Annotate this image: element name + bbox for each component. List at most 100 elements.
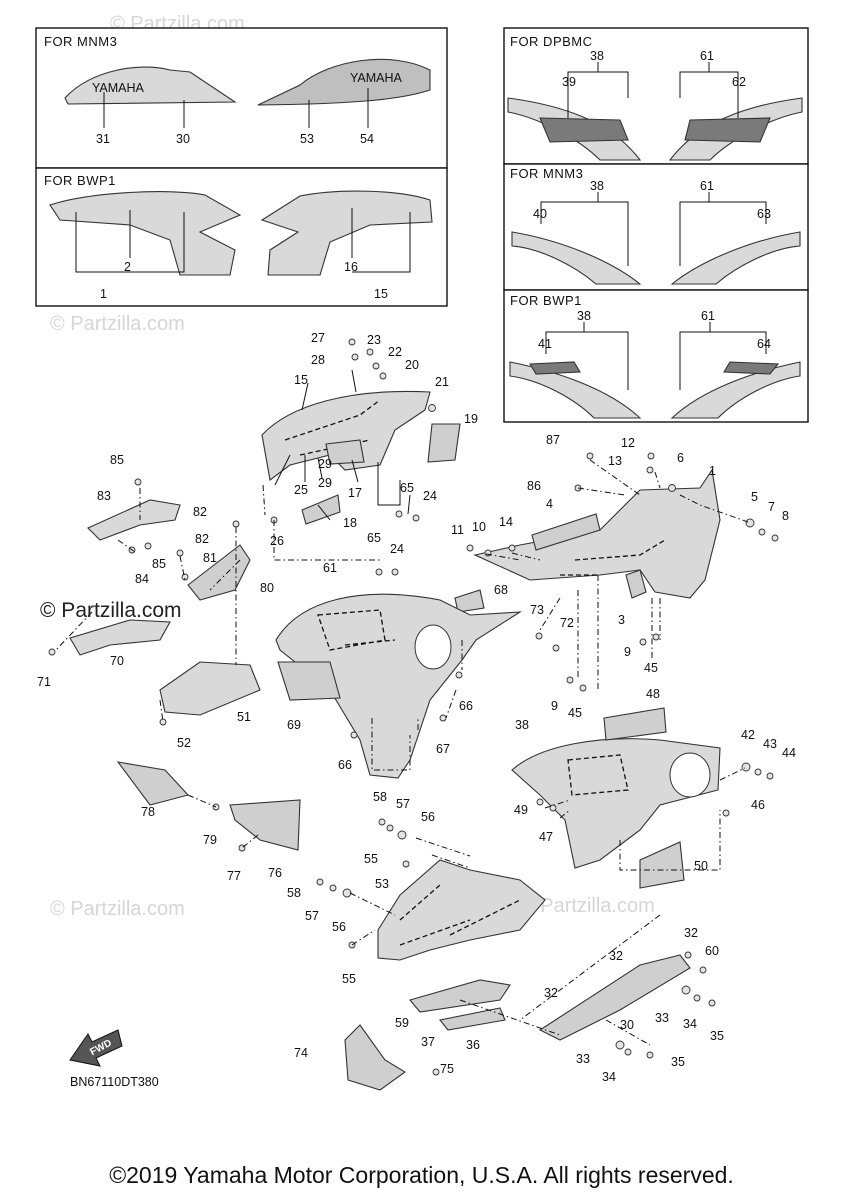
fastener-43 [754, 768, 762, 776]
mount-dash [560, 539, 666, 576]
part-number-24: 24 [390, 542, 404, 556]
part-number-29: 29 [318, 476, 332, 490]
fastener-9a [639, 638, 647, 646]
part-number-59: 59 [395, 1016, 409, 1030]
part-number-47: 47 [539, 830, 553, 844]
part-number-70: 70 [110, 654, 124, 668]
part-number-84: 84 [135, 572, 149, 586]
side-cover-left [64, 66, 237, 105]
fastener-65b [375, 568, 383, 576]
inset-frame [35, 167, 448, 307]
part-number-71: 71 [37, 675, 51, 689]
part-number-19: 19 [464, 412, 478, 426]
part-number-64: 64 [757, 337, 771, 351]
part-number-77: 77 [227, 869, 241, 883]
part-number-66: 66 [459, 699, 473, 713]
part-number-29: 29 [318, 457, 332, 471]
panel-3 [625, 569, 647, 599]
inset-leaders [103, 88, 369, 128]
fastener-6 [668, 484, 676, 492]
fastener-73 [535, 632, 543, 640]
part-number-9: 9 [624, 645, 631, 659]
panel-4 [531, 513, 601, 551]
inset-leaders [75, 208, 411, 273]
decal-panel-left [511, 231, 642, 285]
inset-title: FOR MNM3 [44, 34, 117, 49]
part-number-56: 56 [421, 810, 435, 824]
fastener-75 [432, 1068, 440, 1076]
mount-dash [317, 609, 396, 651]
part-number-61: 61 [700, 179, 714, 193]
part-number-72: 72 [560, 616, 574, 630]
fastener-45b [579, 684, 587, 692]
decal-panel-right [670, 231, 801, 285]
main-fairing-61 [275, 593, 523, 779]
part-number-39: 39 [562, 75, 576, 89]
part-number-6: 6 [677, 451, 684, 465]
part-number-13: 13 [608, 454, 622, 468]
fastener-22 [372, 362, 380, 370]
fairing-right-1 [473, 468, 721, 599]
part-number-63: 63 [757, 207, 771, 221]
part-number-32: 32 [544, 986, 558, 1000]
part-number-61: 61 [701, 309, 715, 323]
part-number-14: 14 [499, 515, 513, 529]
copyright-notice: ©2019 Yamaha Motor Corporation, U.S.A. A… [109, 1162, 734, 1188]
part-number-58: 58 [373, 790, 387, 804]
upper-cowl-15 [261, 390, 431, 481]
leader-lines [55, 369, 749, 1046]
part-number-87: 87 [546, 433, 560, 447]
fwd-arrow-icon [69, 1029, 123, 1067]
part-number-38: 38 [577, 309, 591, 323]
fastener-52 [159, 718, 167, 726]
part-number-8: 8 [782, 509, 789, 523]
fairing-left [49, 191, 242, 276]
fairing-hole [669, 752, 711, 798]
part-number-48: 48 [646, 687, 660, 701]
diagram-code: BN67110DT380 [70, 1075, 159, 1089]
under-cowl-53 [377, 859, 546, 961]
panel-78 [116, 761, 190, 806]
part-number-20: 20 [405, 358, 419, 372]
part-number-74: 74 [294, 1046, 308, 1060]
fastener-9b [566, 676, 574, 684]
part-number-67: 67 [436, 742, 450, 756]
part-number-49: 49 [514, 803, 528, 817]
part-number-38: 38 [590, 179, 604, 193]
part-number-54: 54 [360, 132, 374, 146]
part-number-38: 38 [515, 718, 529, 732]
fastener-55a [402, 860, 410, 868]
fastener-12 [647, 452, 655, 460]
part-number-61: 61 [700, 49, 714, 63]
part-number-69: 69 [287, 718, 301, 732]
part-number-42: 42 [741, 728, 755, 742]
decal-left [539, 117, 629, 143]
fairing-hole [414, 624, 452, 670]
part-number-17: 17 [348, 486, 362, 500]
fastener-44 [766, 772, 774, 780]
fastener-34a [693, 994, 701, 1002]
panel-51 [159, 661, 261, 716]
inset-title: FOR DPBMC [510, 34, 593, 49]
part-number-85: 85 [152, 557, 166, 571]
part-number-80: 80 [260, 581, 274, 595]
part-number-36: 36 [466, 1038, 480, 1052]
fastener-42 [741, 762, 751, 772]
part-number-27: 27 [311, 331, 325, 345]
part-number-53: 53 [375, 877, 389, 891]
decal-right [684, 117, 771, 143]
part-number-11: 11 [451, 523, 464, 537]
panel-37 [439, 1007, 506, 1031]
fastener-56a [397, 830, 407, 840]
inset-leaders [540, 192, 767, 266]
part-number-12: 12 [621, 436, 635, 450]
part-number-50: 50 [694, 859, 708, 873]
part-number-46: 46 [751, 798, 765, 812]
fastener-33a [681, 985, 691, 995]
fastener-85b [144, 542, 152, 550]
part-number-10: 10 [472, 520, 486, 534]
part-number-26: 26 [270, 534, 284, 548]
part-number-33: 33 [655, 1011, 669, 1025]
part-number-31: 31 [96, 132, 110, 146]
lower-fairing-38 [511, 738, 721, 869]
